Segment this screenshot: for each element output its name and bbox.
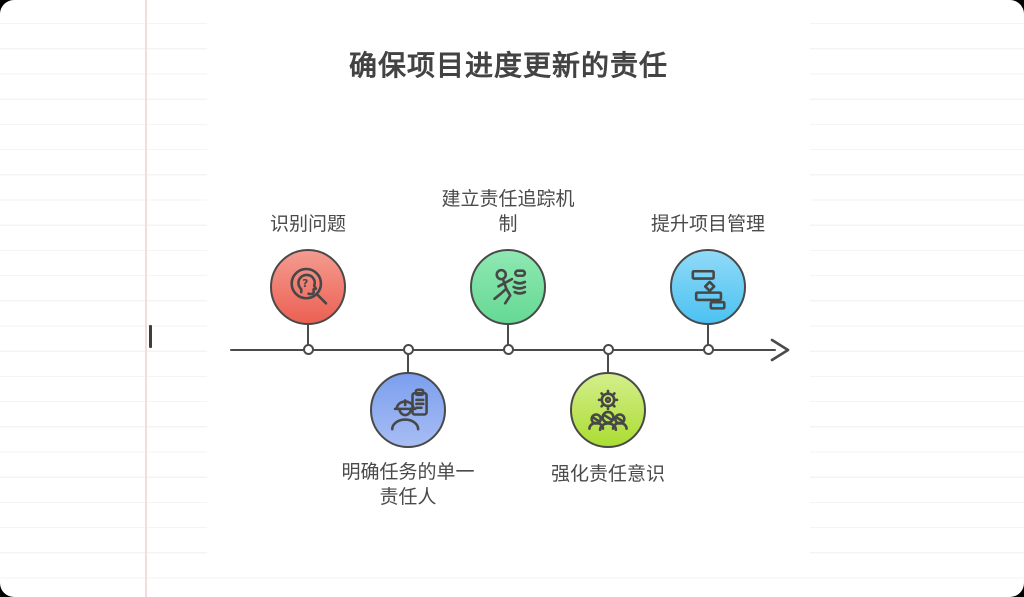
- diagram-title: 确保项目进度更新的责任: [348, 50, 668, 81]
- milestone-label: 明确任务的单一 责任人: [341, 462, 475, 508]
- timeline-node-dot: [402, 344, 414, 355]
- milestone-circle: [670, 249, 746, 325]
- milestone-circle: [370, 372, 446, 448]
- connector-stem: [406, 351, 410, 374]
- margin-line: [145, 0, 147, 597]
- milestone-label: 强化责任意识: [550, 464, 665, 485]
- magnifier-head-icon: ?: [290, 267, 328, 305]
- timeline-node-dot: [302, 344, 314, 355]
- milestone-label: 识别问题: [269, 214, 346, 235]
- milestone-circle: [570, 372, 646, 448]
- gear-team-icon: [588, 389, 628, 431]
- running-person-icon: [493, 268, 527, 305]
- worker-clipboard-icon: [390, 388, 428, 431]
- svg-text:?: ?: [302, 277, 308, 290]
- connector-stem: [706, 322, 710, 348]
- text-cursor: [149, 325, 152, 348]
- timeline-node-dot: [702, 344, 714, 355]
- connector-stem: [306, 322, 310, 348]
- milestone-label: 建立责任追踪机 制: [441, 189, 575, 235]
- timeline-node-dot: [502, 344, 514, 355]
- milestone-label: 提升项目管理: [650, 214, 765, 235]
- gantt-chart-icon: [691, 269, 726, 310]
- connector-stem: [506, 322, 510, 348]
- milestone-circle: ?: [270, 249, 346, 325]
- connector-stem: [606, 351, 610, 374]
- timeline-node-dot: [602, 344, 614, 355]
- timeline-arrow-icon: [770, 338, 790, 362]
- milestone-circle: [470, 249, 546, 325]
